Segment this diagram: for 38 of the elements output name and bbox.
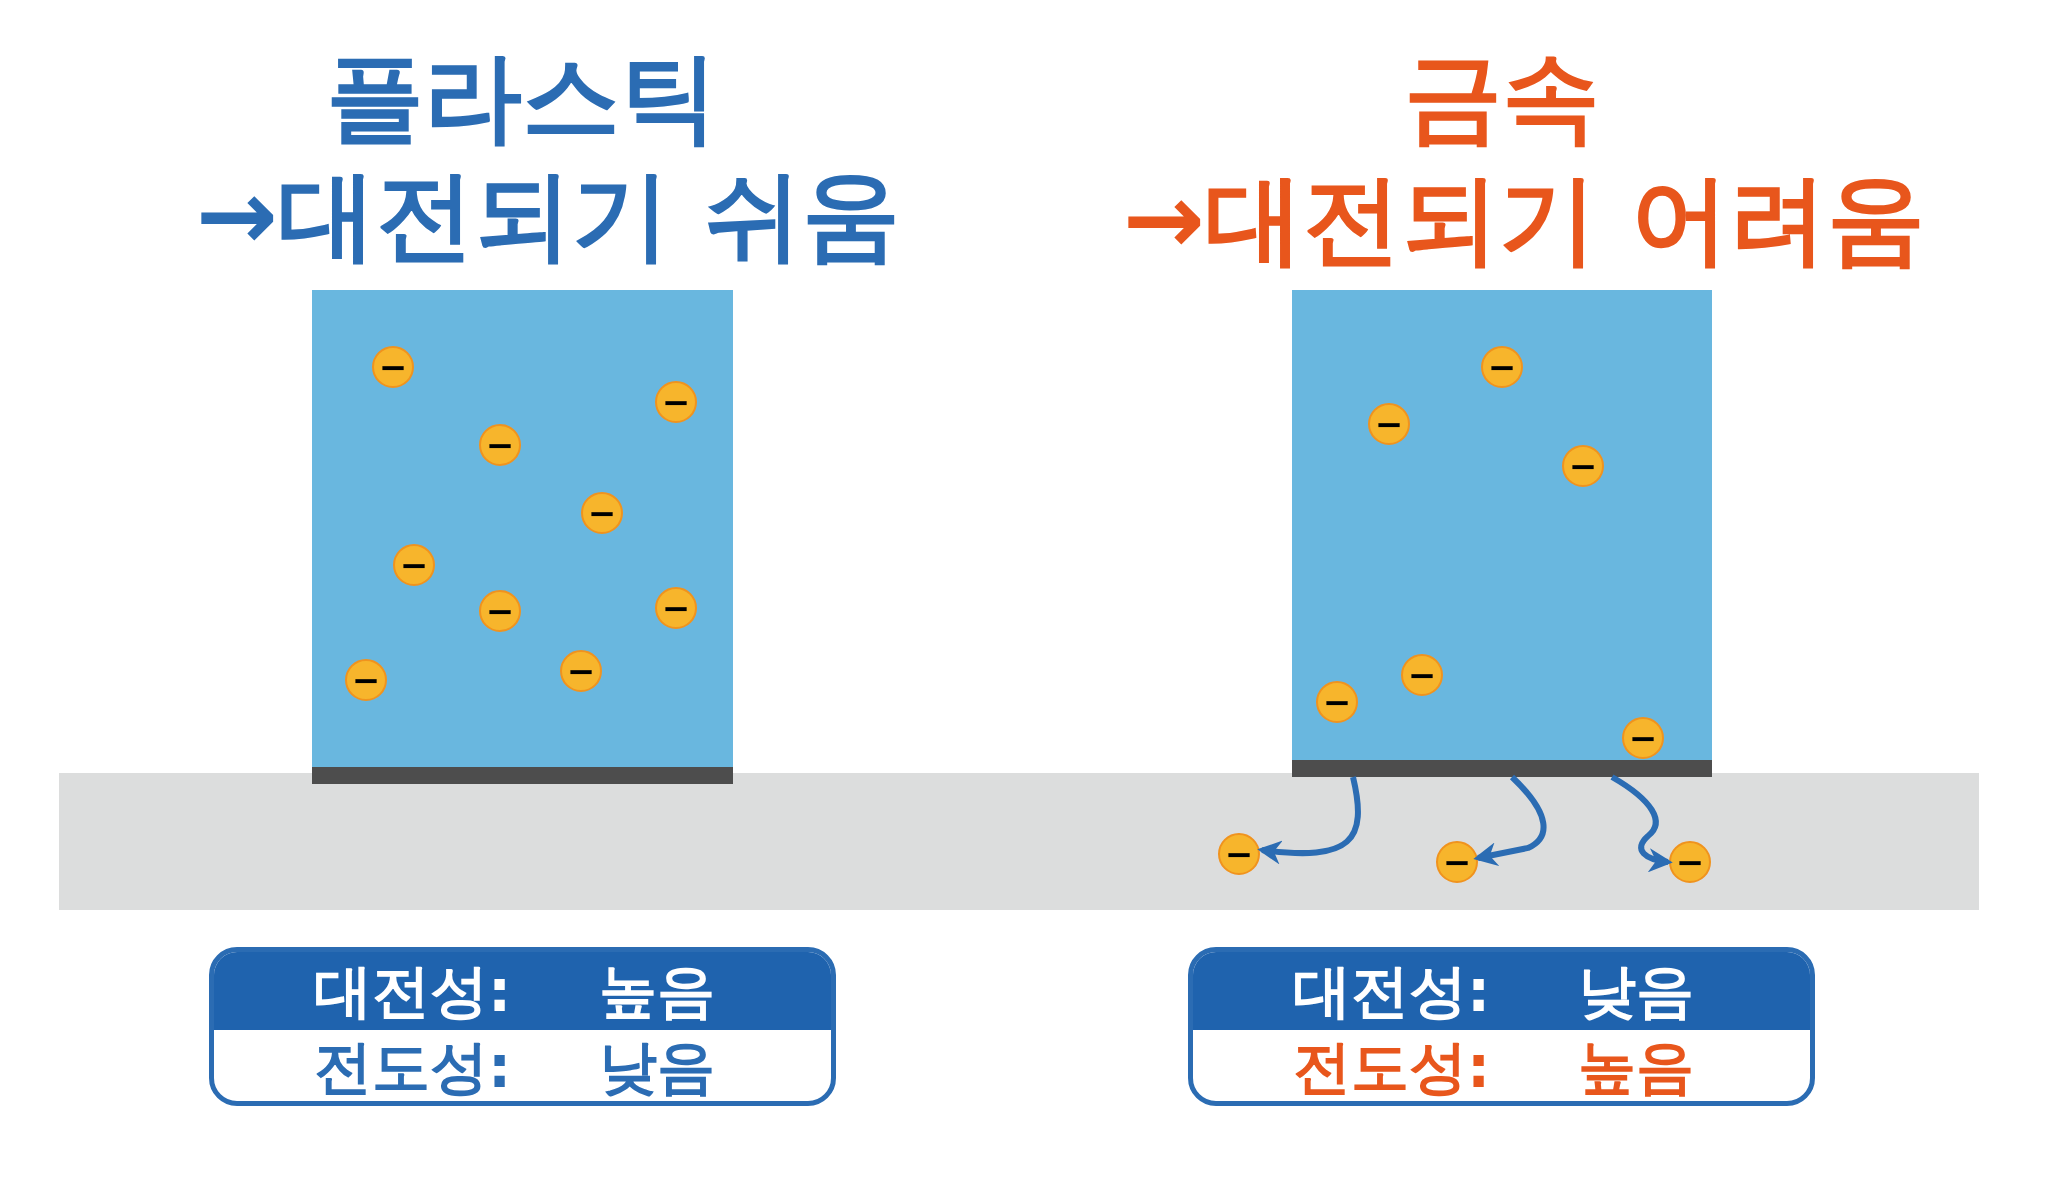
heading: 금속	[1404, 48, 1600, 146]
electron: −	[1316, 681, 1358, 723]
electron: −	[479, 590, 521, 632]
arrow	[1610, 774, 1673, 872]
electron: −	[1368, 403, 1410, 445]
material-block	[312, 290, 733, 784]
property-value: 높음	[599, 962, 715, 1020]
electron: −	[345, 659, 387, 701]
heading: 플라스틱	[326, 48, 718, 146]
arrow	[1473, 774, 1547, 866]
surface-band	[59, 773, 1979, 910]
property-value: 낮음	[1578, 962, 1694, 1020]
electron: −	[1669, 841, 1711, 883]
property-table	[209, 947, 836, 1106]
electron: −	[581, 492, 623, 534]
heading: →대전되기 쉬움	[195, 166, 901, 264]
electron: −	[1436, 841, 1478, 883]
property-name: 전도성:	[314, 1038, 512, 1096]
property-value: 낮음	[599, 1038, 715, 1096]
arrow	[1257, 776, 1361, 864]
electron: −	[393, 544, 435, 586]
heading: →대전되기 어려움	[1122, 170, 1926, 268]
electron: −	[1401, 654, 1443, 696]
property-name: 대전성:	[1293, 962, 1491, 1020]
property-value: 높음	[1578, 1038, 1694, 1096]
electron: −	[1562, 445, 1604, 487]
electron: −	[655, 587, 697, 629]
electron: −	[372, 346, 414, 388]
electron: −	[1622, 717, 1664, 759]
property-table	[1188, 947, 1815, 1106]
electron: −	[1481, 346, 1523, 388]
property-name: 대전성:	[314, 962, 512, 1020]
electron: −	[655, 381, 697, 423]
electron: −	[479, 424, 521, 466]
electron: −	[560, 650, 602, 692]
property-name: 전도성:	[1293, 1038, 1491, 1096]
electron: −	[1218, 833, 1260, 875]
material-block	[1292, 290, 1712, 777]
